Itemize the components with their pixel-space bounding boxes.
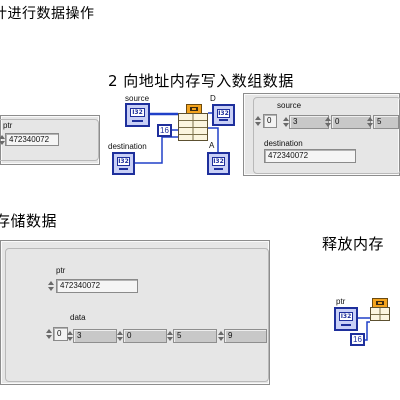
increment-decrement-icon[interactable] [167, 330, 173, 342]
data-array-cell[interactable]: 9 [224, 329, 267, 343]
source-front-panel: source 0 3 0 5 destination 472340072 [243, 93, 400, 176]
heading-data-operation: 计进行数据操作 [0, 6, 95, 22]
node-glyph [376, 301, 384, 305]
terminal-bar [119, 168, 128, 170]
data-array-cell[interactable]: 5 [173, 329, 217, 343]
increment-decrement-icon[interactable] [255, 115, 261, 127]
destination-terminal-label: destination [108, 142, 147, 151]
data-array-cell[interactable]: 3 [73, 329, 117, 343]
source-terminal-icon[interactable]: I32 [125, 103, 150, 127]
terminal-type-label: I32 [212, 157, 225, 166]
ptr-label: ptr [56, 266, 66, 275]
numeric-constant[interactable]: 16 [157, 124, 172, 137]
data-array-cell[interactable]: 0 [123, 329, 167, 343]
panel-frame [253, 97, 400, 174]
numeric-constant[interactable]: 16 [350, 333, 365, 346]
pointer-front-panel: ptr 472340072 [0, 115, 100, 165]
increment-decrement-icon[interactable] [67, 330, 73, 342]
source-array-cell[interactable]: 5 [373, 115, 399, 129]
d-terminal-icon[interactable]: I32 [212, 104, 235, 126]
a-terminal-icon[interactable]: I32 [207, 152, 230, 175]
increment-decrement-icon[interactable] [218, 330, 224, 342]
d-terminal-label: D [210, 94, 216, 103]
heading-free-memory: 释放内存 [322, 235, 385, 253]
terminal-type-label: I32 [339, 312, 353, 321]
heading-write-array: 2 向地址内存写入数组数据 [108, 72, 294, 90]
node-parameter-grid[interactable] [178, 113, 208, 141]
ptr-field[interactable]: 472340072 [56, 279, 138, 293]
ptr-terminal-icon[interactable]: I32 [334, 307, 358, 331]
node-glyph [190, 107, 198, 111]
data-array-index[interactable]: 0 [53, 327, 68, 341]
source-array-cell[interactable]: 3 [289, 115, 329, 129]
terminal-type-label: I32 [117, 157, 130, 166]
panel-frame [5, 248, 269, 382]
terminal-bar [341, 324, 351, 326]
source-array-cell[interactable]: 0 [331, 115, 371, 129]
increment-decrement-icon[interactable] [0, 134, 5, 146]
increment-decrement-icon[interactable] [117, 330, 123, 342]
ptr-label: ptr [3, 121, 13, 130]
terminal-bar [219, 119, 228, 121]
increment-decrement-icon[interactable] [48, 280, 54, 292]
source-terminal-label: source [125, 94, 150, 103]
destination-label: destination [264, 139, 303, 148]
increment-decrement-icon[interactable] [283, 116, 289, 128]
destination-terminal-icon[interactable]: I32 [112, 152, 135, 175]
increment-decrement-icon[interactable] [367, 116, 373, 128]
source-array-index[interactable]: 0 [263, 114, 277, 128]
terminal-bar [132, 120, 143, 122]
terminal-type-label: I32 [130, 108, 145, 117]
heading-store-data: 存储数据 [0, 212, 58, 230]
increment-decrement-icon[interactable] [325, 116, 331, 128]
a-terminal-label: A [209, 141, 215, 150]
terminal-type-label: I32 [217, 109, 230, 118]
panel-frame [0, 119, 99, 161]
store-data-front-panel: ptr 472340072 data 0 3 0 5 9 [0, 240, 270, 385]
source-label: source [277, 101, 302, 110]
ptr-field[interactable]: 472340072 [5, 133, 59, 146]
destination-field[interactable]: 472340072 [264, 149, 356, 163]
node-parameter-grid[interactable] [370, 307, 390, 321]
ptr-terminal-label: ptr [336, 297, 346, 306]
data-label: data [70, 313, 86, 322]
increment-decrement-icon[interactable] [46, 328, 52, 340]
terminal-bar [214, 168, 223, 170]
